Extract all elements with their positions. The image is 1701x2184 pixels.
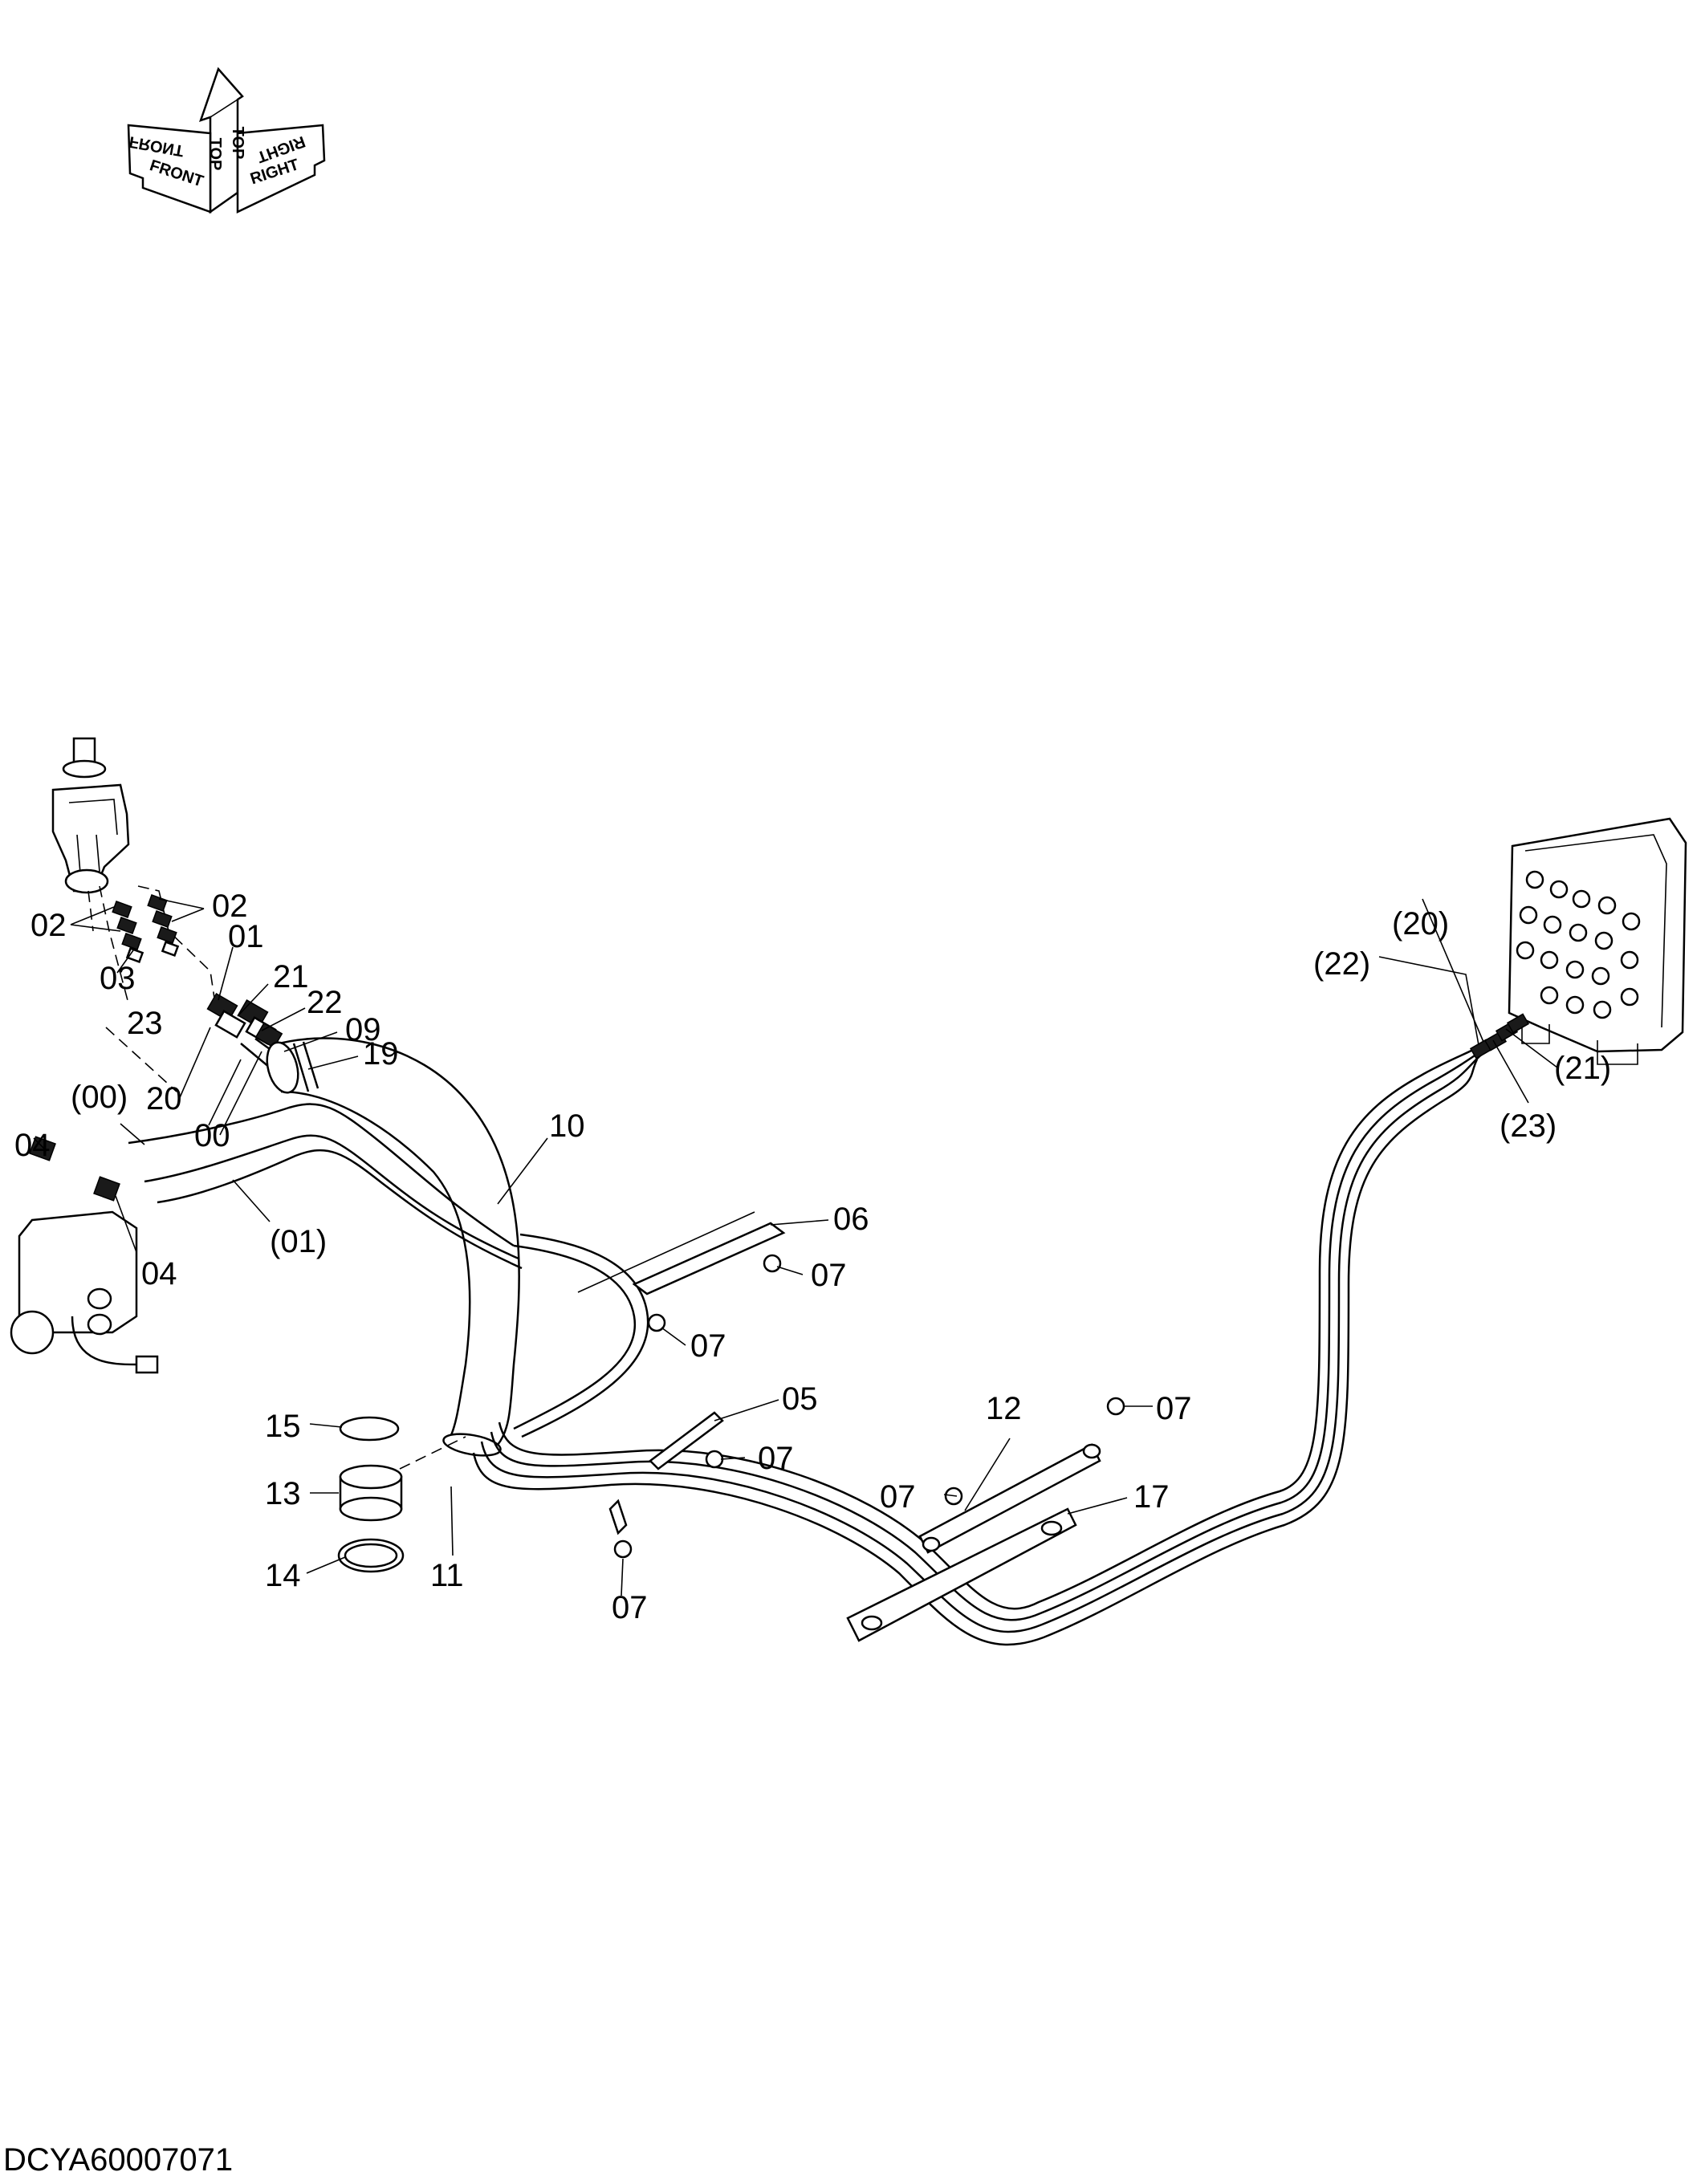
hose-bundle (128, 1032, 1505, 1646)
control-valve-block (1469, 817, 1687, 1065)
callout-17: 17 (1133, 1479, 1170, 1515)
callout-07-f: 07 (880, 1479, 916, 1515)
hose-end-connectors (206, 992, 285, 1068)
callout-22-paren: (22) (1313, 946, 1370, 982)
callout-02-left: 02 (31, 908, 67, 943)
callout-leaders (33, 898, 1558, 1596)
callout-07-d: 07 (612, 1590, 648, 1625)
protective-hose-10 (266, 1037, 520, 1457)
callout-07-a: 07 (811, 1258, 847, 1293)
callout-14: 14 (265, 1558, 301, 1593)
clamp-plate-12 (918, 1443, 1101, 1554)
callout-11: 11 (430, 1558, 464, 1593)
callout-01: 01 (228, 919, 264, 954)
orient-label-top: TOP (229, 127, 246, 160)
callout-07-c: 07 (758, 1441, 794, 1476)
callout-05: 05 (782, 1381, 818, 1417)
bracket-17 (846, 1507, 1077, 1642)
fitting-02-left (112, 901, 144, 963)
callout-15: 15 (265, 1409, 301, 1444)
callout-02-right: 02 (212, 889, 248, 924)
grommet-parts (337, 1416, 466, 1573)
callout-07-b: 07 (690, 1328, 726, 1364)
callout-23: 23 (127, 1006, 163, 1041)
orient-label-top-mirrored: TOP (206, 138, 224, 171)
callout-06: 06 (833, 1202, 869, 1237)
callout-22: 22 (307, 985, 343, 1020)
callout-00: 00 (194, 1118, 230, 1153)
callout-01-paren: (01) (270, 1224, 327, 1259)
orientation-compass-icon: FRONT FRONT TOP TOP RIGHT RIGHT (127, 67, 326, 214)
callout-20-paren: (20) (1392, 906, 1449, 942)
callout-21: 21 (273, 959, 309, 994)
callout-00-paren: (00) (71, 1080, 128, 1115)
drawing-code: DCYA60007071 (3, 2142, 233, 2178)
part-callouts: 02 02 03 01 21 22 23 09 19 20 00 (00) 04… (14, 889, 1611, 1625)
callout-10: 10 (549, 1108, 585, 1144)
callout-20: 20 (146, 1081, 182, 1116)
bracket-05 (608, 1411, 724, 1535)
pilot-valve (51, 737, 130, 894)
callout-21-paren: (21) (1554, 1051, 1611, 1086)
solenoid-valve (10, 1136, 159, 1374)
bolts-07 (613, 1254, 1125, 1559)
bracket-06 (577, 1211, 786, 1295)
fitting-02-right (147, 894, 180, 957)
callout-07-e: 07 (1156, 1391, 1192, 1426)
callout-13: 13 (265, 1476, 301, 1511)
callout-03: 03 (100, 961, 136, 996)
callout-23-paren: (23) (1500, 1108, 1557, 1144)
callout-04-top: 04 (14, 1128, 51, 1163)
callout-04-bottom: 04 (141, 1256, 177, 1291)
callout-12: 12 (986, 1391, 1022, 1426)
callout-19: 19 (363, 1036, 399, 1072)
callout-09: 09 (345, 1012, 381, 1047)
